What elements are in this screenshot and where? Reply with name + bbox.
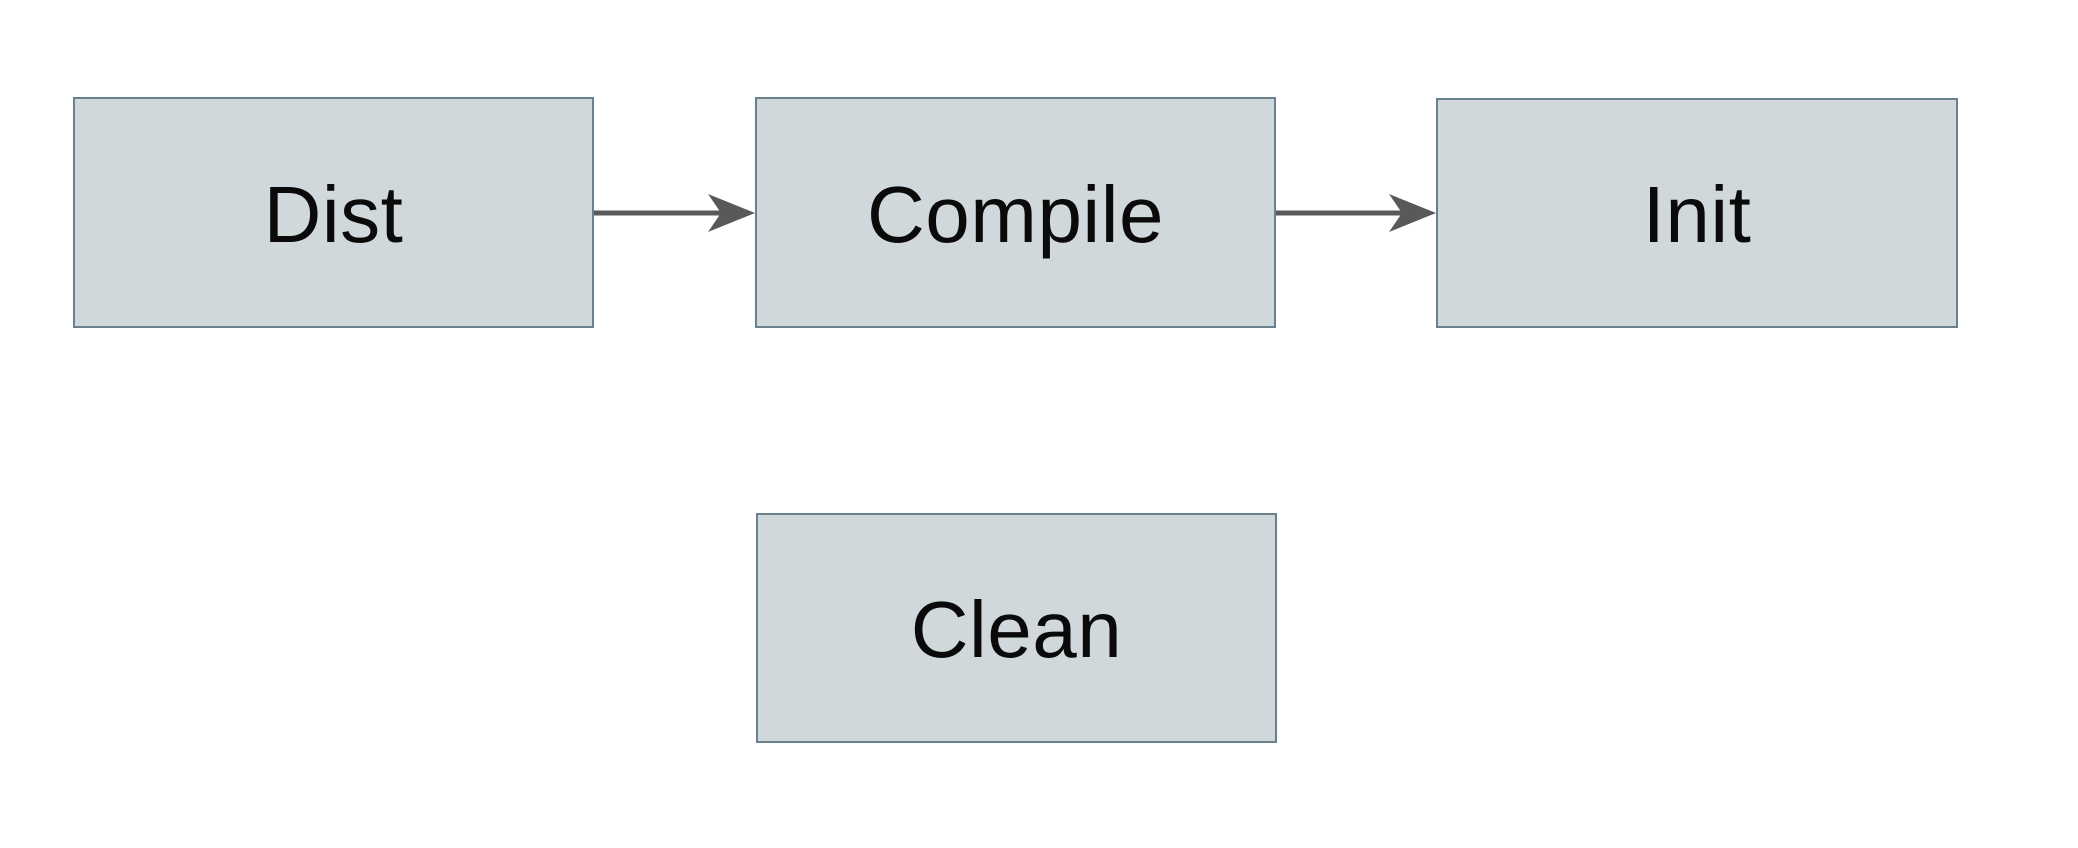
node-dist-label: Dist xyxy=(263,169,404,259)
node-init-label: Init xyxy=(1642,170,1752,259)
node-clean-label: Clean xyxy=(910,585,1123,674)
node-clean: Clean xyxy=(756,513,1277,743)
node-compile-label: Compile xyxy=(867,169,1164,259)
node-dist: Dist xyxy=(73,97,594,328)
node-init: Init xyxy=(1436,98,1958,328)
arrow-compile-to-init xyxy=(1276,194,1436,232)
arrow-dist-to-compile xyxy=(594,194,755,232)
node-compile: Compile xyxy=(755,97,1276,328)
